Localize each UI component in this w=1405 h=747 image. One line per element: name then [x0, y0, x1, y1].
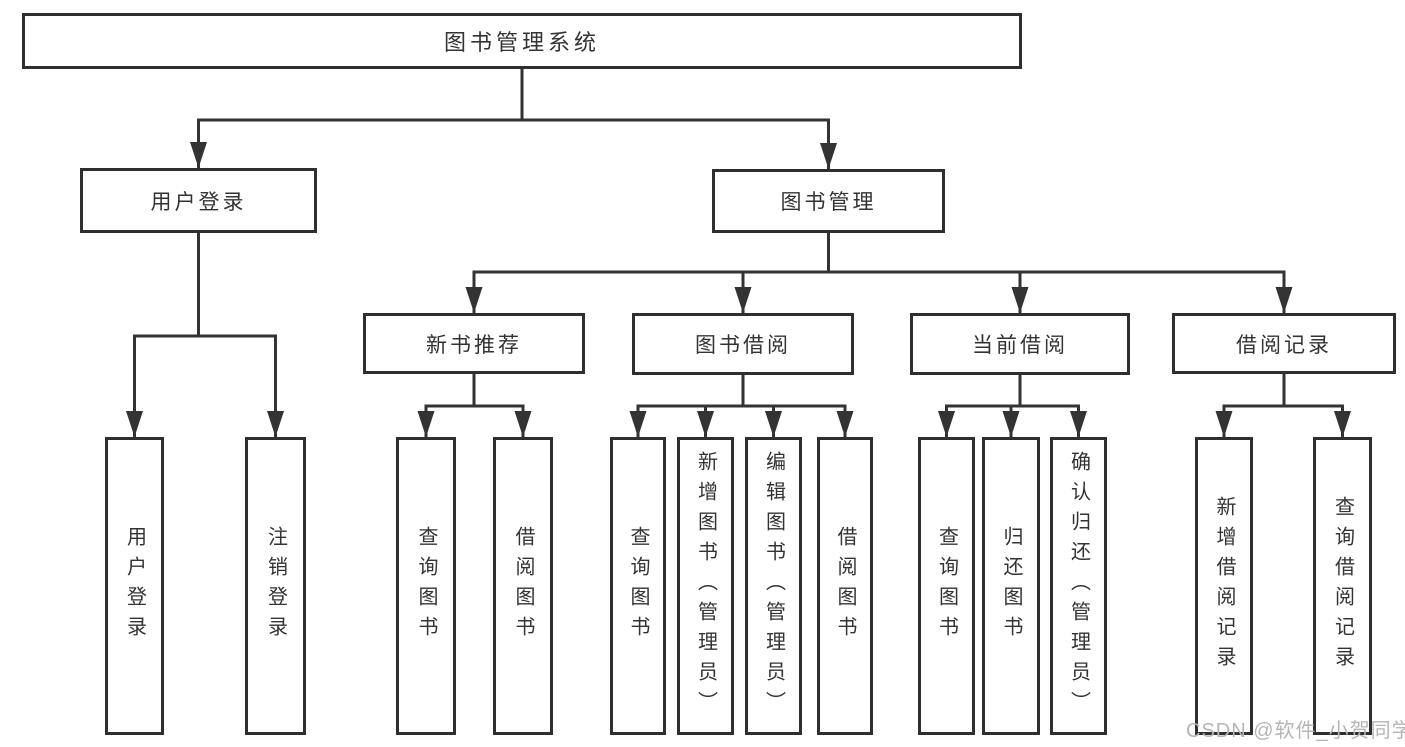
- csdn-watermark: CSDN @软件_小贺同学: [1186, 720, 1405, 742]
- node-label: 确认归还（管理员）: [1067, 451, 1090, 721]
- node-label: 用户登录: [150, 190, 247, 214]
- node-leaf-query-books-2: 查询图书: [610, 437, 666, 735]
- node-leaf-borrow-books-1: 借阅图书: [493, 437, 553, 735]
- node-leaf-query-books-3: 查询图书: [918, 437, 975, 735]
- node-leaf-user-login: 用户登录: [105, 437, 164, 735]
- node-label: 图书管理: [780, 191, 877, 214]
- node-label: 查询图书: [935, 526, 958, 646]
- node-leaf-query-books-1: 查询图书: [396, 437, 456, 735]
- node-label: 查询借阅记录: [1331, 496, 1354, 676]
- node-label: 借阅图书: [512, 526, 534, 646]
- node-label: 借阅图书: [834, 526, 856, 646]
- node-label: 归还图书: [1000, 526, 1022, 646]
- node-book-borrowing: 图书借阅: [632, 313, 854, 375]
- node-label: 查询图书: [627, 526, 649, 646]
- node-label: 新增图书（管理员）: [694, 451, 717, 721]
- node-book-management: 图书管理: [712, 169, 945, 233]
- node-current-borrowing: 当前借阅: [910, 313, 1130, 375]
- node-label: 用户登录: [123, 526, 146, 646]
- node-leaf-add-books-admin: 新增图书（管理员）: [677, 437, 734, 735]
- node-label: 借阅记录: [1236, 333, 1332, 357]
- node-leaf-edit-books-admin: 编辑图书（管理员）: [745, 437, 802, 735]
- node-label: 注销登录: [264, 526, 287, 646]
- node-leaf-confirm-return-admin: 确认归还（管理员）: [1050, 437, 1107, 735]
- node-borrowing-records: 借阅记录: [1172, 313, 1396, 374]
- node-label: 新增借阅记录: [1213, 496, 1235, 676]
- node-leaf-logout: 注销登录: [245, 437, 306, 735]
- node-label: 当前借阅: [972, 334, 1068, 357]
- arrowheads: [126, 142, 1351, 437]
- node-leaf-return-books: 归还图书: [982, 437, 1040, 735]
- node-user-login-group: 用户登录: [80, 168, 317, 233]
- node-library-management-system: 图书管理系统: [22, 13, 1022, 69]
- node-label: 查询图书: [415, 526, 437, 646]
- node-label: 新书推荐: [426, 333, 522, 357]
- node-label: 图书借阅: [695, 334, 791, 357]
- node-label: 编辑图书（管理员）: [762, 451, 785, 721]
- node-new-book-recommend: 新书推荐: [363, 313, 585, 374]
- node-leaf-add-borrow-record: 新增借阅记录: [1195, 437, 1253, 735]
- node-label: 图书管理系统: [443, 30, 600, 55]
- node-leaf-borrow-books-2: 借阅图书: [817, 437, 873, 735]
- node-leaf-query-borrow-record: 查询借阅记录: [1313, 437, 1372, 735]
